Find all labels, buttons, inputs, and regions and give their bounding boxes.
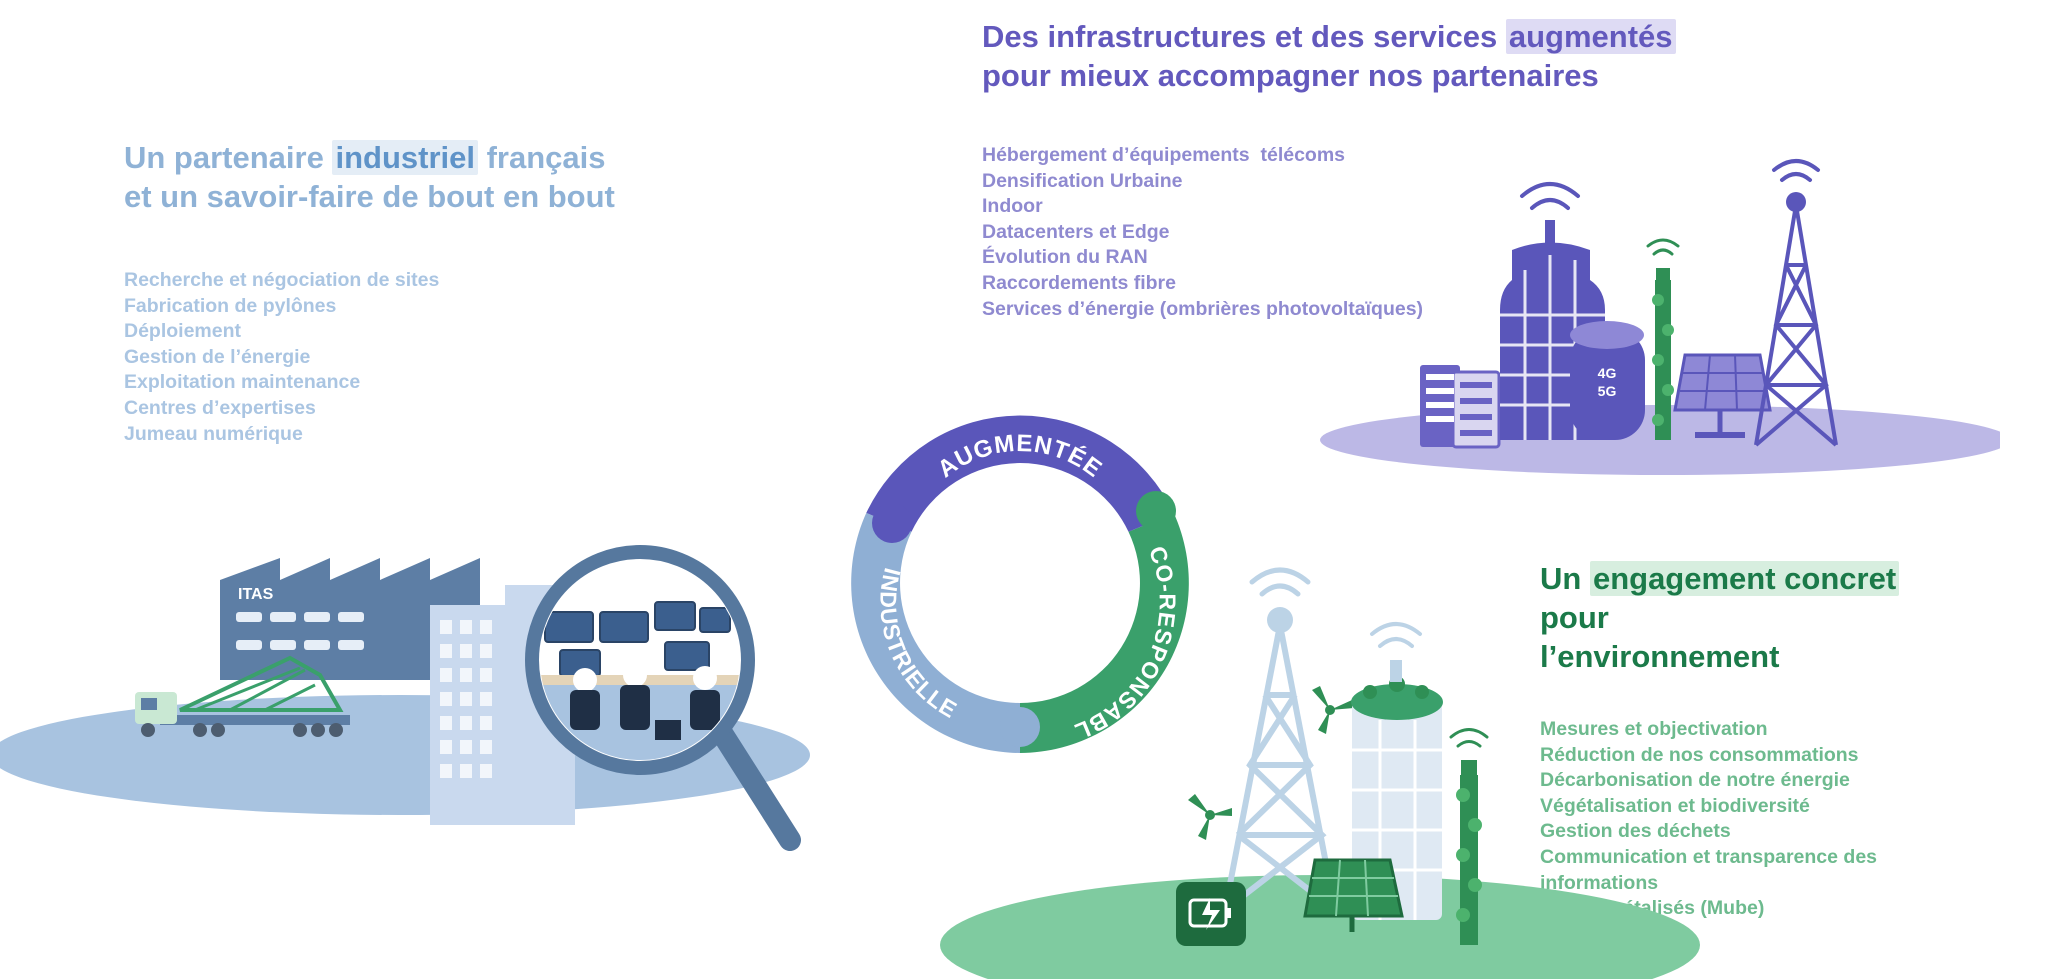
industrial-heading-line2: et un savoir-faire de bout en bout — [124, 179, 615, 214]
list-item: Hébergement d’équipements télécoms — [982, 144, 1346, 166]
truck-icon — [135, 655, 350, 737]
eco-heading: Un engagement concret pour l’environneme… — [1540, 559, 1960, 676]
tower-antenna — [1786, 192, 1806, 212]
wifi-signal-icon — [1249, 567, 1311, 597]
solar-panel-icon — [1303, 858, 1404, 932]
ring-segment-augmented — [866, 415, 1174, 532]
list-item: Réduction de nos consommations — [1540, 743, 1859, 766]
tank-label-4g: 4G — [1598, 365, 1617, 381]
list-item: Mesures et objectivation — [1540, 718, 1768, 740]
list-item: Indoor — [982, 195, 1043, 218]
augmented-heading-highlight: augmentés — [1505, 19, 1676, 54]
list-item: Jumeau numérique — [124, 422, 303, 445]
augmented-heading-text: Des infrastructures et des services — [982, 19, 1498, 54]
value-ring: AUGMENTÉE ÉCO-RESPONSABLE INDUSTRIELLE — [800, 363, 1189, 753]
list-item: Raccordements fibre — [982, 271, 1176, 294]
eco-section: Un engagement concret pour l’environneme… — [1540, 559, 1960, 922]
solar-panel-icon — [1673, 353, 1772, 438]
augmented-list: Hébergement d’équipements télécoms Densi… — [982, 143, 1702, 322]
list-item: Décarbonisation de notre énergie — [1540, 769, 1850, 792]
industrial-heading-text-end: français — [486, 140, 606, 175]
list-item: Services d’énergie (ombrières photovolta… — [982, 297, 1424, 320]
lattice-tower-icon — [1754, 204, 1838, 447]
industrial-heading-highlight: industriel — [332, 140, 478, 175]
battery-charging-icon — [1176, 882, 1246, 946]
list-item: Communication et transparence des inform… — [1540, 845, 1878, 894]
industrial-list: Recherche et négociation de sites Fabric… — [124, 268, 684, 447]
industrial-section: Un partenaire industriel français et un … — [124, 138, 684, 447]
factory-logo: ITAS — [238, 586, 274, 603]
antenna-tank-icon: 4G 5G — [1570, 321, 1645, 440]
list-item: Datacenters et Edge — [982, 220, 1170, 243]
list-item: Exploitation maintenance — [124, 371, 361, 394]
ring-segment-industrial — [851, 512, 1020, 753]
server-rack-icon — [1420, 365, 1501, 449]
eco-illustration — [940, 567, 1700, 979]
ground-ellipse — [940, 875, 1700, 979]
factory-icon: ITAS — [220, 558, 480, 680]
list-item: Fabrication de pylônes — [124, 294, 337, 317]
wind-turbine-icon — [1188, 794, 1232, 840]
eco-heading-text: Un — [1540, 561, 1582, 596]
augmented-section: Des infrastructures et des services augm… — [982, 17, 1702, 322]
green-mast-icon — [1646, 238, 1680, 440]
green-mast-icon — [1449, 728, 1489, 945]
augmented-heading-line2: pour mieux accompagner nos partenaires — [982, 58, 1599, 93]
industrial-heading-text: Un partenaire — [124, 140, 324, 175]
list-item: Gestion de l’énergie — [124, 345, 311, 368]
list-item: Évolution du RAN — [982, 246, 1148, 269]
list-item: Recherche et négociation de sites — [124, 269, 440, 291]
magnifier-icon — [525, 545, 801, 851]
list-item: Centres d’expertises — [124, 396, 316, 419]
eco-list: Mesures et objectivation Réduction de no… — [1540, 717, 1920, 922]
eco-heading-text-end: pour — [1540, 600, 1609, 635]
list-item: Densification Urbaine — [982, 169, 1183, 192]
list-item: Gestion des déchets — [1540, 820, 1731, 843]
list-item: Déploiement — [124, 320, 242, 343]
augmented-heading: Des infrastructures et des services augm… — [982, 17, 1702, 95]
eco-heading-line2: l’environnement — [1540, 639, 1780, 674]
tower-antenna — [1267, 607, 1293, 633]
puzzle-knob — [1136, 491, 1176, 531]
wifi-signal-icon — [1370, 622, 1422, 648]
wifi-signal-icon — [1520, 182, 1580, 210]
tank-label-5g: 5G — [1598, 383, 1617, 399]
puzzle-knob — [872, 503, 912, 543]
control-room-icon — [540, 601, 740, 760]
eco-heading-highlight: engagement concret — [1589, 561, 1900, 596]
ring-segment-eco — [1020, 512, 1189, 753]
list-item: Végétalisation et biodiversité — [1540, 794, 1810, 817]
industrial-illustration: ITAS — [0, 545, 810, 851]
wifi-signal-icon — [1772, 159, 1820, 182]
industrial-heading: Un partenaire industriel français et un … — [124, 138, 684, 216]
puzzle-knob — [1000, 707, 1040, 747]
augmented-illustration: 4G 5G — [1320, 159, 2000, 475]
wind-turbine-icon — [1312, 686, 1354, 734]
